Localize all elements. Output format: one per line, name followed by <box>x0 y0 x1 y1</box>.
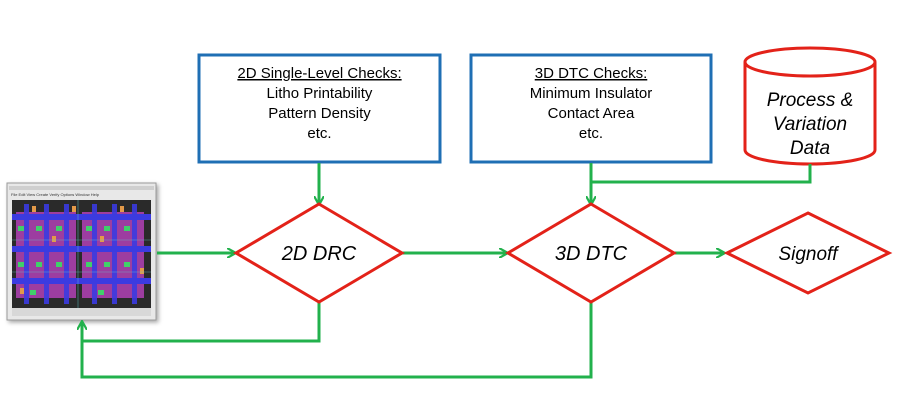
layout-menubar: File Edit View Create Verify Options Win… <box>11 192 100 197</box>
decision-signoff: Signoff <box>723 211 893 295</box>
decision-3d-dtc: 3D DTC <box>505 202 677 304</box>
arrow-database-to-dtc <box>591 164 812 184</box>
layout-titlebar <box>9 186 154 190</box>
decision-signoff-label: Signoff <box>778 244 839 265</box>
layout-screenshot: File Edit View Create Verify Options Win… <box>6 182 157 321</box>
checks-2d-title: 2D Single-Level Checks: <box>237 65 401 82</box>
database-line-1: Process & <box>767 90 854 111</box>
checks-2d-line-3: etc. <box>307 125 331 142</box>
database-line-3: Data <box>790 138 830 159</box>
process-variation-database: Process & Variation Data <box>743 46 877 166</box>
decision-2d-drc-label: 2D DRC <box>281 243 357 265</box>
connectors <box>80 163 812 379</box>
arrow-drc-feedback <box>82 302 321 343</box>
checks-2d-line-2: Pattern Density <box>268 105 371 122</box>
decision-3d-dtc-label: 3D DTC <box>555 243 628 265</box>
checks-2d-line-1: Litho Printability <box>267 85 373 102</box>
database-line-2: Variation <box>773 114 847 135</box>
checks-3d-line-3: etc. <box>579 125 603 142</box>
checks-3d-box: 3D DTC Checks: Minimum Insulator Contact… <box>469 53 713 164</box>
checks-3d-title: 3D DTC Checks: <box>535 65 648 82</box>
checks-2d-box: 2D Single-Level Checks: Litho Printabili… <box>197 53 442 164</box>
layout-statusbar <box>12 308 151 316</box>
checks-3d-line-1: Minimum Insulator <box>530 85 653 102</box>
checks-3d-line-2: Contact Area <box>548 105 635 122</box>
decision-2d-drc: 2D DRC <box>233 202 405 304</box>
arrow-dtc-feedback <box>80 302 593 379</box>
